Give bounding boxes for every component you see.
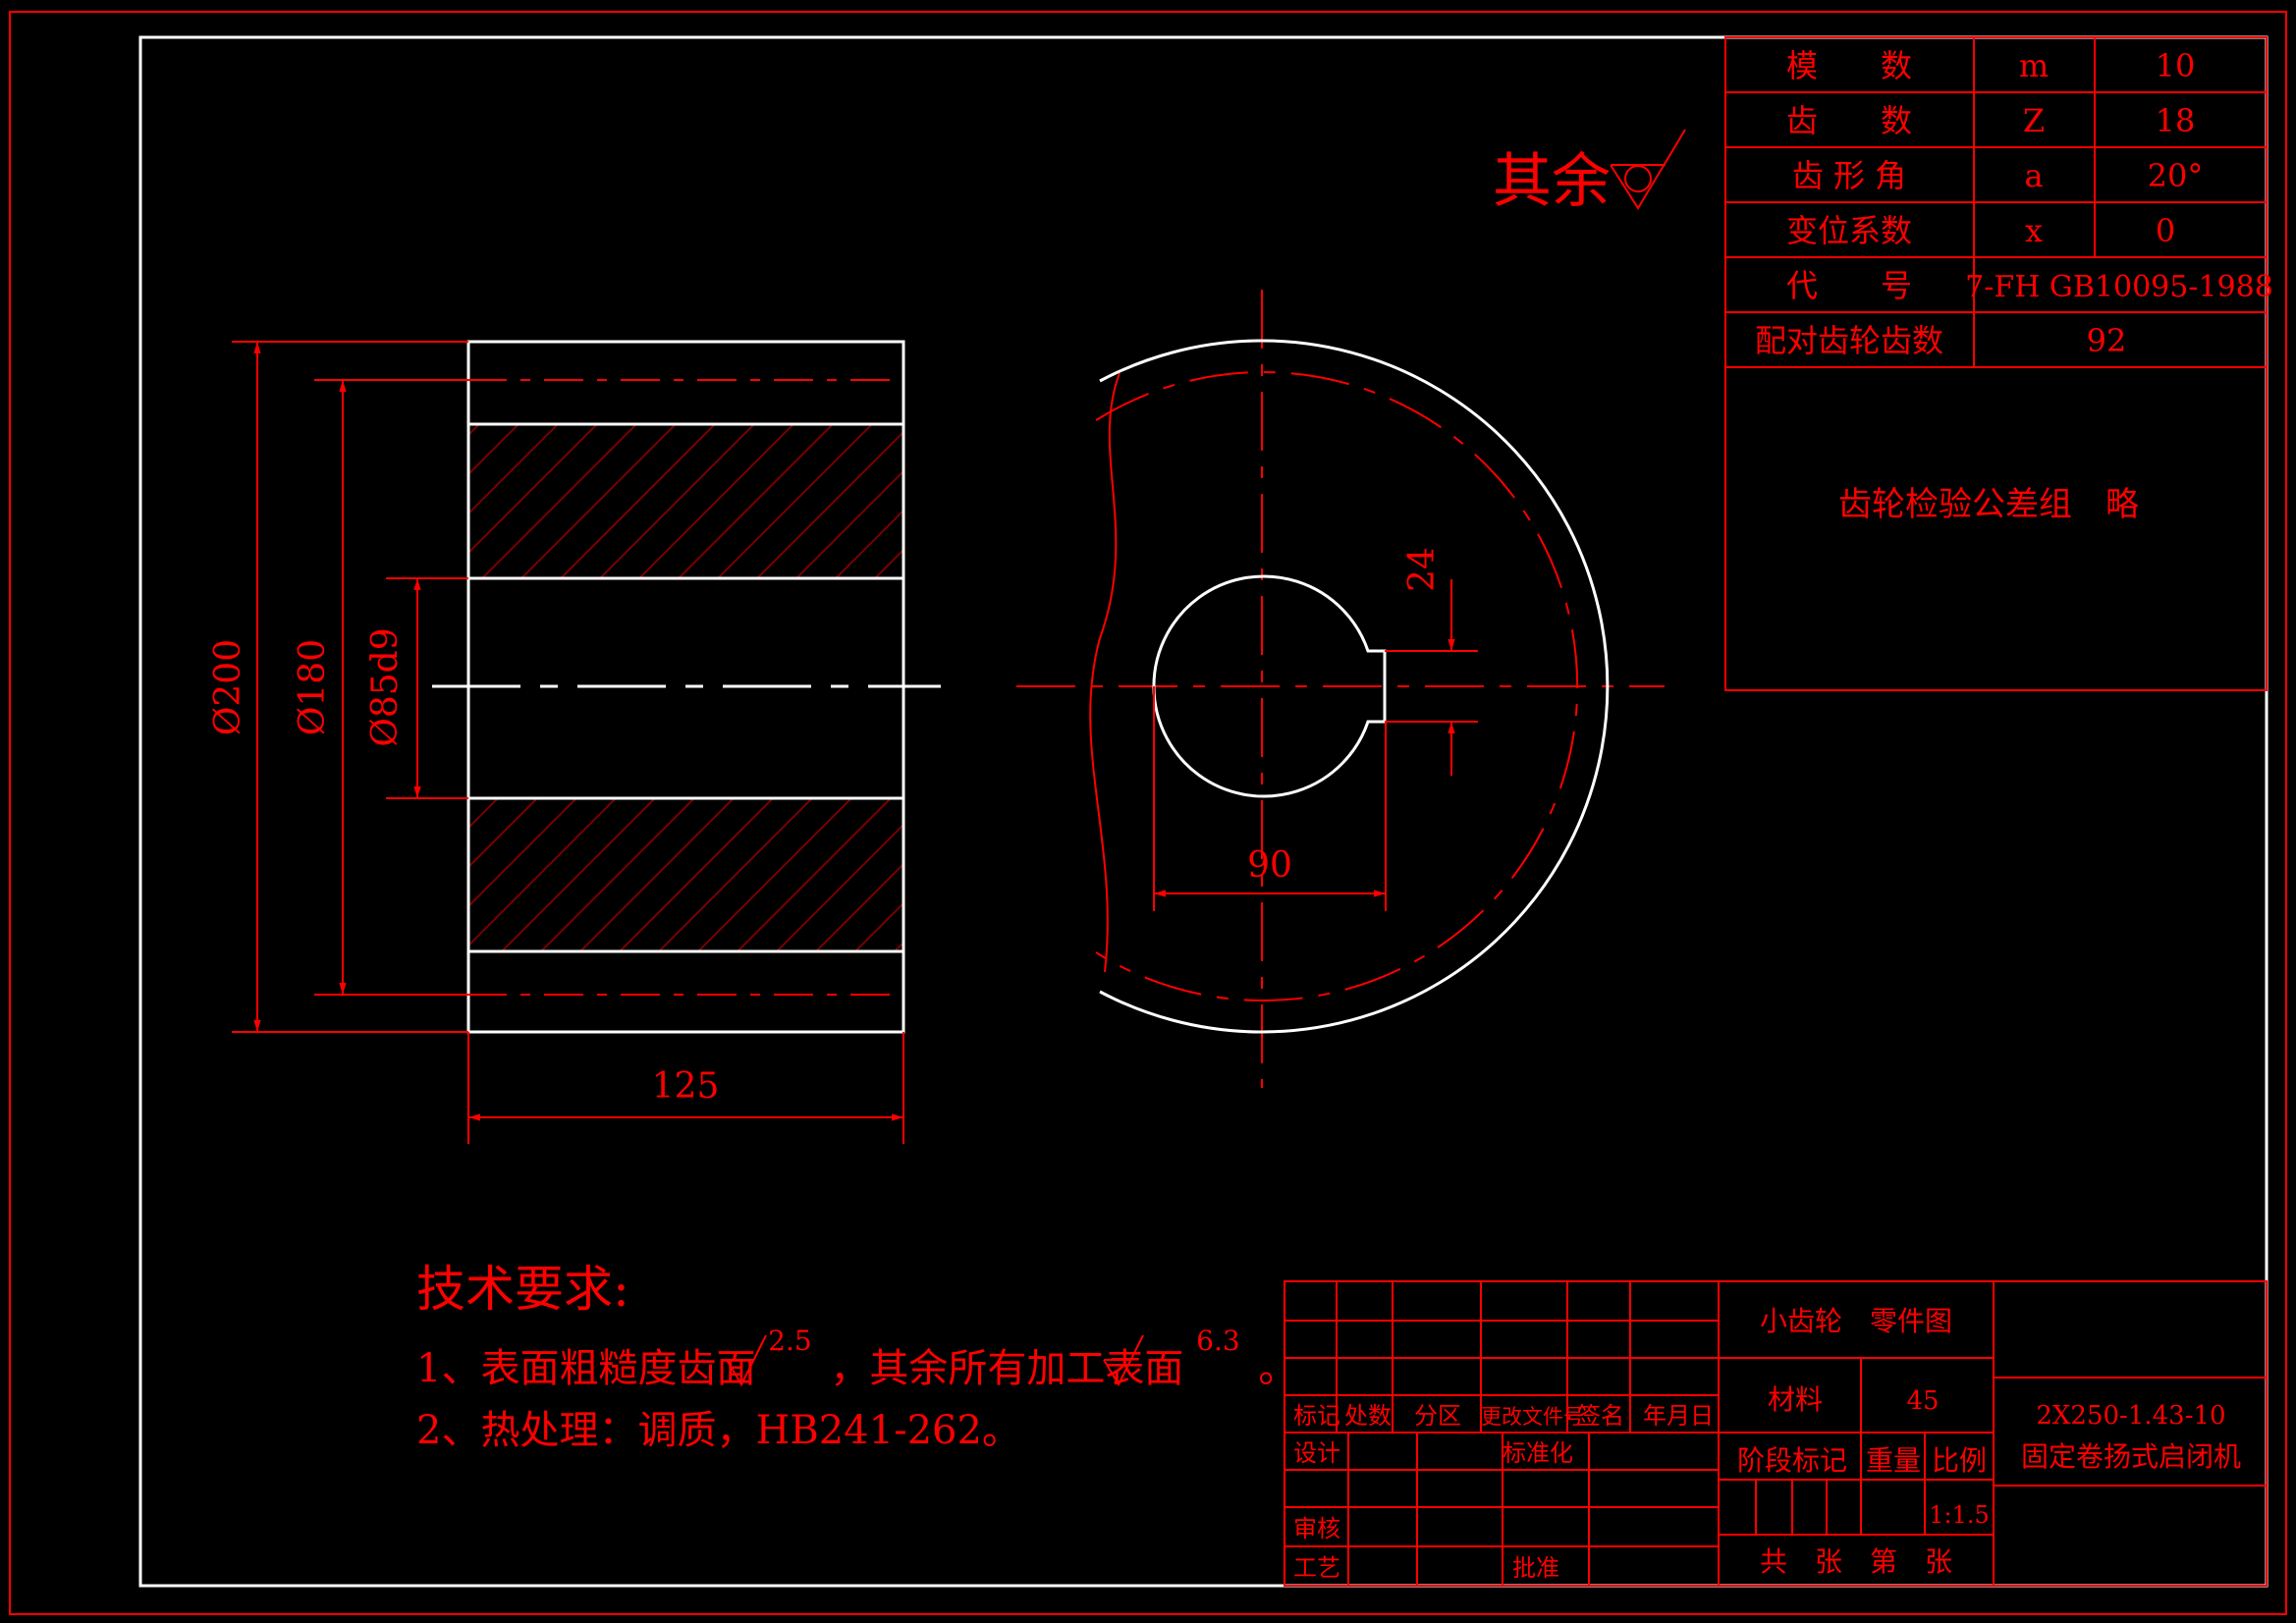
tb-machine-name: 固定卷扬式启闭机: [2021, 1440, 2241, 1473]
tb-col-zone: 分区: [1414, 1402, 1461, 1430]
tb-stage-label: 阶段标记: [1737, 1444, 1847, 1477]
param-value-code: 7-FH GB10095-1988: [1965, 270, 2273, 304]
tb-row-standard: 标准化: [1503, 1439, 1573, 1467]
tech-req-item2: 2、热处理：调质，HB241-262。: [416, 1408, 1021, 1453]
tb-drawing-number: 2X250-1.43-10: [2036, 1401, 2225, 1431]
roughness-other-label: 其余: [1493, 147, 1611, 216]
tb-col-change: 更改文件号: [1481, 1405, 1584, 1429]
front-view: [1016, 290, 1665, 1088]
tech-req-item1: 1、表面粗糙度齿面 2.5 ，其余所有加工表面 6.3 。: [416, 1315, 1297, 1391]
front-view-dimensions: [1153, 579, 1478, 911]
tb-row-approve: 批准: [1512, 1554, 1559, 1582]
dim-face-width: 125: [652, 1066, 720, 1107]
tech-req-ra-other: 6.3: [1196, 1325, 1240, 1357]
tech-req-item1-c: 。: [1258, 1346, 1297, 1391]
param-value-pressure-angle: 20°: [2148, 157, 2204, 194]
tb-part-name: 小齿轮 零件图: [1760, 1305, 1952, 1337]
tb-row-process: 工艺: [1293, 1554, 1340, 1582]
sheet-border: [9, 11, 2287, 1615]
section-view: [314, 340, 941, 1034]
param-name-pressure-angle: 齿 形 角: [1792, 157, 1906, 194]
tb-row-review: 审核: [1293, 1515, 1340, 1542]
dim-pitch-diameter: Ø180: [293, 639, 333, 735]
tb-row-design: 设计: [1293, 1439, 1340, 1467]
tb-col-count: 处数: [1344, 1402, 1392, 1430]
gear-parameter-table: [1724, 36, 2268, 691]
param-value-shift: 0: [2156, 212, 2175, 249]
tech-roughness-icons: [726, 1334, 1144, 1387]
dim-outer-diameter: Ø200: [208, 639, 248, 735]
param-value-module: 10: [2156, 47, 2196, 84]
dim-key-width: 24: [1402, 547, 1443, 592]
param-name-module: 模 数: [1786, 47, 1912, 84]
drawing-frame: [138, 35, 2269, 1588]
tb-scale-label: 比例: [1932, 1444, 1987, 1477]
param-symbol-module: m: [2019, 47, 2049, 84]
tb-col-date: 年月日: [1643, 1402, 1714, 1430]
param-name-code: 代 号: [1786, 267, 1912, 304]
param-name-mating-teeth: 配对齿轮齿数: [1755, 322, 1943, 359]
param-symbol-pressure-angle: a: [2024, 157, 2043, 194]
tech-req-ra-tooth: 2.5: [768, 1325, 812, 1357]
tb-col-sign: 签名: [1577, 1402, 1624, 1430]
tb-sheet-text: 共 张 第 张: [1760, 1545, 1952, 1578]
tb-material-value: 45: [1906, 1386, 1939, 1416]
tech-req-title: 技术要求:: [416, 1261, 629, 1318]
tb-material-label: 材料: [1768, 1383, 1823, 1416]
param-value-teeth: 18: [2156, 102, 2196, 139]
param-name-teeth: 齿 数: [1786, 102, 1912, 139]
title-block: [1284, 1280, 2268, 1587]
tech-req-item1-a: 1、表面粗糙度齿面: [416, 1346, 755, 1391]
roughness-symbol-icon: [1610, 129, 1686, 210]
dim-bore-diameter: Ø85d9: [365, 627, 406, 746]
tb-weight-label: 重量: [1866, 1444, 1921, 1477]
param-value-mating-teeth: 92: [2087, 322, 2127, 359]
tb-scale-value: 1:1.5: [1929, 1501, 1990, 1529]
tb-col-mark: 标记: [1293, 1402, 1340, 1430]
inspection-note: 齿轮检验公差组 略: [1838, 485, 2139, 524]
technical-requirements: 技术要求: 1、表面粗糙度齿面 2.5 ，其余所有加工表面 6.3 。 2、热处…: [416, 1261, 1297, 1453]
param-symbol-shift: x: [2025, 212, 2043, 249]
param-symbol-teeth: Z: [2023, 102, 2045, 139]
side-view-dimensions: [232, 341, 904, 1144]
tech-req-item1-b: ，其余所有加工表面: [830, 1346, 1183, 1391]
param-name-shift: 变位系数: [1786, 212, 1912, 249]
dim-hub-size: 90: [1247, 845, 1292, 886]
